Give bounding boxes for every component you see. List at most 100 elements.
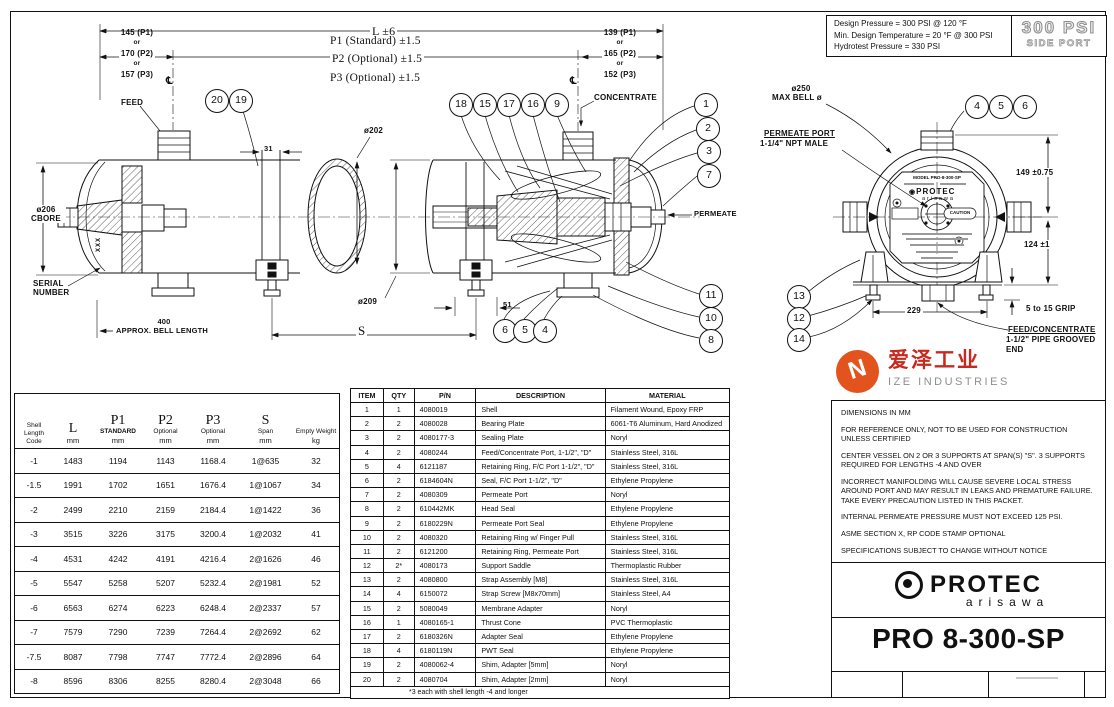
side-view-permeate-end — [425, 131, 666, 298]
table-cell: 7290 — [108, 627, 128, 638]
table-cell: Strap Screw [M8x70mm] — [476, 587, 606, 601]
table-cell: -4 — [30, 553, 38, 564]
cbore-label-1: ø206 — [26, 205, 66, 214]
table-cell: 4080028 — [415, 417, 477, 431]
permeate-label: PERMEATE — [694, 209, 737, 218]
table-cell: 1@2032 — [249, 529, 282, 540]
table-cell: 6180229N — [415, 516, 477, 530]
table-cell: 3200.4 — [200, 529, 226, 540]
table-cell: 2@3048 — [249, 676, 282, 687]
table-cell: 2 — [384, 502, 415, 516]
table-cell: 16 — [351, 615, 384, 629]
balloon-2: 2 — [696, 117, 720, 141]
table-cell: 6150072 — [415, 587, 477, 601]
note: SPECIFICATIONS SUBJECT TO CHANGE WITHOUT… — [841, 545, 1048, 555]
feed-conc-label-1: FEED/CONCENTRATE — [1008, 325, 1096, 334]
table-cell: 6223 — [156, 602, 175, 613]
table-cell: Bearing Plate — [476, 417, 606, 431]
offset-or-2: or — [133, 59, 141, 67]
table-cell: 2@1981 — [249, 578, 282, 589]
note: FOR REFERENCE ONLY, NOT TO BE USED FOR C… — [841, 424, 1068, 444]
table-cell: -7 — [30, 627, 38, 638]
table-cell: 1 — [351, 403, 384, 417]
centerline-symbol-left: ℄ — [166, 76, 173, 87]
table-cell: 4080704 — [415, 672, 477, 686]
offset-or-4: or — [616, 59, 624, 67]
table-cell: 6061-T6 Aluminum, Hard Anodized — [610, 419, 723, 429]
table-cell: 2 — [384, 530, 415, 544]
table-cell: 8087 — [63, 651, 83, 662]
table-cell: 6121187 — [415, 459, 477, 473]
balloon-1: 1 — [694, 93, 718, 117]
title-cell-2 — [903, 672, 989, 697]
table-cell: 2 — [384, 488, 415, 502]
centerline-symbol-right: ℄ — [570, 76, 577, 87]
watermark-en: IZE INDUSTRIES — [888, 376, 1010, 388]
table-cell: 62 — [311, 627, 321, 638]
table-cell: 4080173 — [415, 559, 477, 573]
model-block: PRO 8-300-SP — [831, 618, 1106, 672]
table-cell: 18 — [351, 644, 384, 658]
table-cell: Ethylene Propylene — [610, 632, 673, 641]
table-cell: Stainless Steel, 316L — [610, 461, 679, 471]
table-cell: 8280.4 — [200, 676, 226, 687]
table-cell: 1@1422 — [249, 504, 282, 515]
table-cell: 17 — [351, 630, 384, 644]
ize-logo-icon: N — [836, 350, 879, 393]
table-cell: 2 — [384, 658, 415, 672]
table-cell: Stainless Steel, 316L — [610, 575, 679, 585]
table-cell: 13 — [351, 573, 384, 587]
table-cell: 4080320 — [415, 530, 477, 544]
table-cell: Thermoplastic Rubber — [610, 561, 682, 571]
table-cell: 3175 — [156, 529, 175, 540]
table-cell: 5547 — [63, 578, 83, 589]
table-cell: Head Seal — [476, 502, 606, 516]
table-cell: 1483 — [63, 455, 83, 466]
table-cell: Ethylene Propylene — [610, 646, 673, 656]
dim124-label: 124 ±1 — [1022, 240, 1052, 249]
table-cell: Membrane Adapter — [476, 601, 606, 615]
table-cell: 2210 — [108, 504, 128, 515]
table-cell: 6274 — [108, 602, 128, 613]
table-cell: 8306 — [108, 676, 128, 687]
table-cell: Noryl — [610, 603, 628, 613]
col-pn: P/N — [415, 389, 477, 402]
table-cell: 4 — [384, 644, 415, 658]
table-cell: Strap Assembly [M8] — [476, 573, 606, 587]
table-cell: 46 — [311, 553, 321, 564]
table-cell: 7798 — [108, 651, 128, 662]
permeate-port-label-1: PERMEATE PORT — [764, 129, 835, 138]
badge-side-port: SIDE PORT — [1026, 38, 1092, 50]
title-cell-3 — [989, 672, 1085, 697]
table-cell: Noryl — [610, 433, 628, 443]
dim51-label: 51 — [503, 300, 512, 309]
col-P1: P1 STANDARD mm — [100, 413, 136, 446]
title-cell-4 — [1085, 672, 1105, 697]
table-cell: 7747 — [156, 651, 175, 662]
faceplate-caution: CAUTION — [949, 210, 971, 215]
table-cell: -5 — [30, 578, 38, 589]
table-cell: 1@635 — [251, 455, 280, 466]
bell-length-label: APPROX. BELL LENGTH — [116, 326, 209, 335]
table-cell: Stainless Steel, A4 — [610, 589, 671, 599]
table-cell: Ethylene Propylene — [610, 518, 673, 528]
table-cell: Support Saddle — [476, 559, 606, 573]
note: CENTER VESSEL ON 2 OR 3 SUPPORTS AT SPAN… — [841, 450, 1085, 470]
table-cell: 2159 — [156, 504, 175, 515]
dimension-lines — [36, 24, 692, 340]
col-shell-length-code: Shell Length Code — [24, 422, 44, 445]
badge-300psi: 300 PSI — [1021, 18, 1097, 38]
table-cell: -6 — [30, 602, 38, 613]
table-cell: Permeate Port — [476, 488, 606, 502]
table-cell: 2 — [384, 445, 415, 459]
table-cell: 34 — [311, 480, 321, 491]
